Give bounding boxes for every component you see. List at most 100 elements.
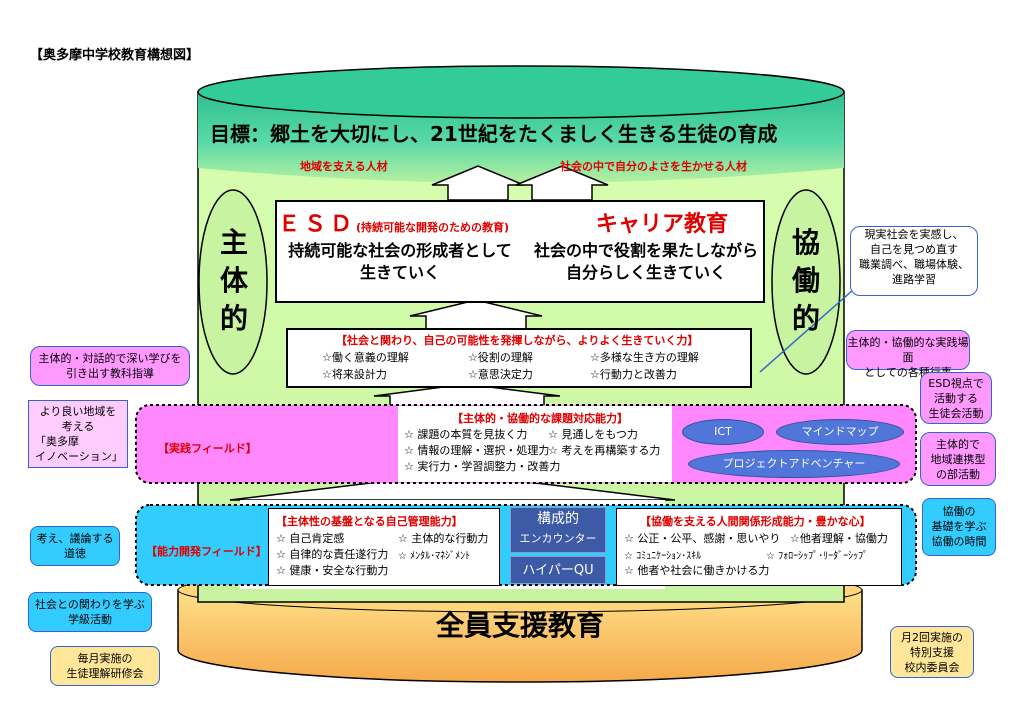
ability-left-item: ☆ 主体的な行動力 [398,532,489,545]
mid-arrow [409,299,543,331]
ability-right-heading: 【協働を支える人間関係形成能力・豊かな心】 [640,515,871,528]
esd-title-main: ＥＳＤ [278,212,357,237]
career-line1: 社会の中で役割を果たしながら [533,241,758,260]
mindmap-pill: マインドマップ [776,419,904,445]
practice-item: ☆ 実行力・学習調整力・改善力 [404,460,561,473]
ability-left-item: ☆ ﾒﾝﾀﾙ･ﾏﾈｼﾞﾒﾝﾄ [398,551,471,562]
esd-title-sub: (持続可能な開発のための教育) [356,221,510,234]
ability-right-item: ☆ ﾌｫﾛｰｼｯﾌﾟ･ﾘｰﾀﾞｰｼｯﾌﾟ [766,551,869,562]
practice-item: ☆ 情報の理解・選択・処理力 [404,444,550,457]
power-heading: 【社会と関わり、自己の可能性を発揮しながら、よりよく生きていく力】 [336,334,699,347]
ability-right-box [616,508,902,586]
upper-arrows [431,165,609,201]
callout-line: イノベーション」 [35,450,123,463]
callout-real-society: 現実社会を実感し、 自己を見つめ直す 職業調べ、職場体験、 進路学習 [850,226,978,296]
esd-career-box [275,200,765,303]
kyodoteki-char3: 的 [791,302,820,335]
callout-line: 生徒会活動 [928,407,984,420]
hyper-qu-box: ハイパーQU [510,556,606,584]
callout-line: 自己を見つめ直す [870,243,958,256]
shutaiteki-char3: 的 [219,302,248,335]
esd-title: ＥＳＤ(持続可能な開発のための教育) [278,206,509,238]
career-title: キャリア教育 [596,212,729,237]
ability-left-item: ☆ 自律的な責任遂行力 [276,548,389,561]
practice-heading: 【主体的・協働的な課題対応能力】 [452,412,628,425]
kyodoteki-char2: 働 [791,264,820,297]
callout-line: 主体的で [936,438,980,451]
ability-left-box [268,508,500,586]
goal-sub-right: 社会の中で自分のよさを生かせる人材 [560,160,747,173]
power-item: ☆多様な生き方の理解 [590,351,699,364]
ability-left-heading: 【主体性の基盤となる自己管理能力】 [276,515,463,528]
callout-line: 校内委員会 [904,661,960,674]
power-box [286,328,752,388]
callout-esd-view: ESD視点で 活動する 生徒会活動 [920,372,992,424]
power-item: ☆働く意義の理解 [322,351,409,364]
callout-deep-learning: 主体的・対話的で深い学びを 引き出す教科指導 [30,346,190,386]
power-item: ☆意思決定力 [468,368,533,381]
callout-line: 学級活動 [68,613,112,626]
encounter-line1: 構成的 [537,511,579,527]
callout-line: より良い地域を [39,405,117,418]
left-ellipse [198,189,268,375]
ability-right-item: ☆ 他者や社会に働きかける力 [624,564,770,577]
ability-left-item: ☆ 健康・安全な行動力 [276,564,389,577]
career-line2: 自分らしく生きていく [565,263,726,282]
kyodoteki-char1: 協 [791,226,820,259]
right-ellipse [771,189,841,375]
callout-line: 基礎を学ぶ [931,520,987,533]
esd-line2: 生きていく [359,263,440,282]
practice-box [398,406,672,482]
encounter-box: 構成的 エンカウンター [510,507,606,553]
shutaiteki-char1: 主 [219,226,248,259]
callout-class-activity: 社会との関わりを学ぶ 学級活動 [28,592,152,632]
ability-field-label: 【能力開発フィールド】 [146,545,267,558]
callout-committee: 月2回実施の 特別支援 校内委員会 [890,626,974,678]
callout-line: 特別支援 [910,646,954,659]
shutaiteki-char2: 体 [219,264,248,297]
esd-line1: 持続可能な社会の形成者として [288,241,512,260]
ability-right-item: ☆他者理解・協働力 [790,532,888,545]
callout-line: 考える [61,420,95,433]
callout-line: 引き出す教科指導 [66,367,154,380]
callout-line: 毎月実施の [77,652,133,665]
callout-line: 職業調べ、職場体験、 [859,258,969,271]
career-description: 社会の中で役割を果たしながら 自分らしく生きていく [528,240,764,284]
callout-club: 主体的で 地域連携型 の部活動 [920,432,996,486]
ability-right-item: ☆ ｺﾐｭﾆｹｰｼｮﾝ･ｽｷﾙ [624,551,702,562]
callout-line: 道徳 [64,547,86,560]
encounter-line2: エンカウンター [519,532,597,545]
ability-right-item: ☆ 公正・公平、感謝・思いやり [624,532,781,545]
callout-line: の部活動 [936,468,980,481]
practice-field-label: 【実践フィールド】 [158,442,257,455]
practice-item: ☆ 課題の本質を見抜く力 [404,428,528,441]
ability-left-item: ☆ 自己肯定感 [276,532,345,545]
callout-event: 主体的・協働的な実践場面 としての各種行事 [846,330,970,379]
callout-line: 主体的・対話的で深い学びを [38,352,182,365]
callout-line: 主体的・協働的な実践場面 [847,336,969,364]
page-title: 【奥多摩中学校教育構想図】 [30,48,200,63]
callout-line: 社会との関わりを学ぶ [35,598,145,611]
practice-item: ☆ 考えを再構築する力 [548,444,661,457]
goal-text: 目標：郷土を大切にし、21世紀をたくましく生きる生徒の育成 [210,122,778,146]
kyodoteki-label: 協 働 的 [786,224,826,338]
callout-line: 月2回実施の [901,631,963,644]
callout-line: 地域連携型 [930,453,986,466]
callout-line: 協働の時間 [931,535,987,548]
practice-item: ☆ 見通しをもつ力 [548,428,638,441]
callout-line: 「奥多摩 [35,435,79,448]
esd-description: 持続可能な社会の形成者として 生きていく [280,240,520,284]
base-title: 全員支援教育 [435,609,604,642]
callout-monthly: 毎月実施の 生徒理解研修会 [50,646,160,686]
callout-line: 進路学習 [892,273,936,286]
callout-line: 協働の [942,505,976,518]
goal-sub-left: 地域を支える人材 [300,160,388,173]
power-item: ☆役割の理解 [468,351,533,364]
callout-collab-time: 協働の 基礎を学ぶ 協働の時間 [922,498,996,556]
callout-line: 現実社会を実感し、 [864,228,964,241]
callout-line: 考え、議論する [36,532,114,545]
callout-innovation: より良い地域を 考える 「奥多摩 イノベーション」 [28,400,128,468]
callout-moral: 考え、議論する 道徳 [30,526,120,566]
callout-line: ESD視点で [928,377,984,390]
callout-line: 活動する [934,392,978,405]
